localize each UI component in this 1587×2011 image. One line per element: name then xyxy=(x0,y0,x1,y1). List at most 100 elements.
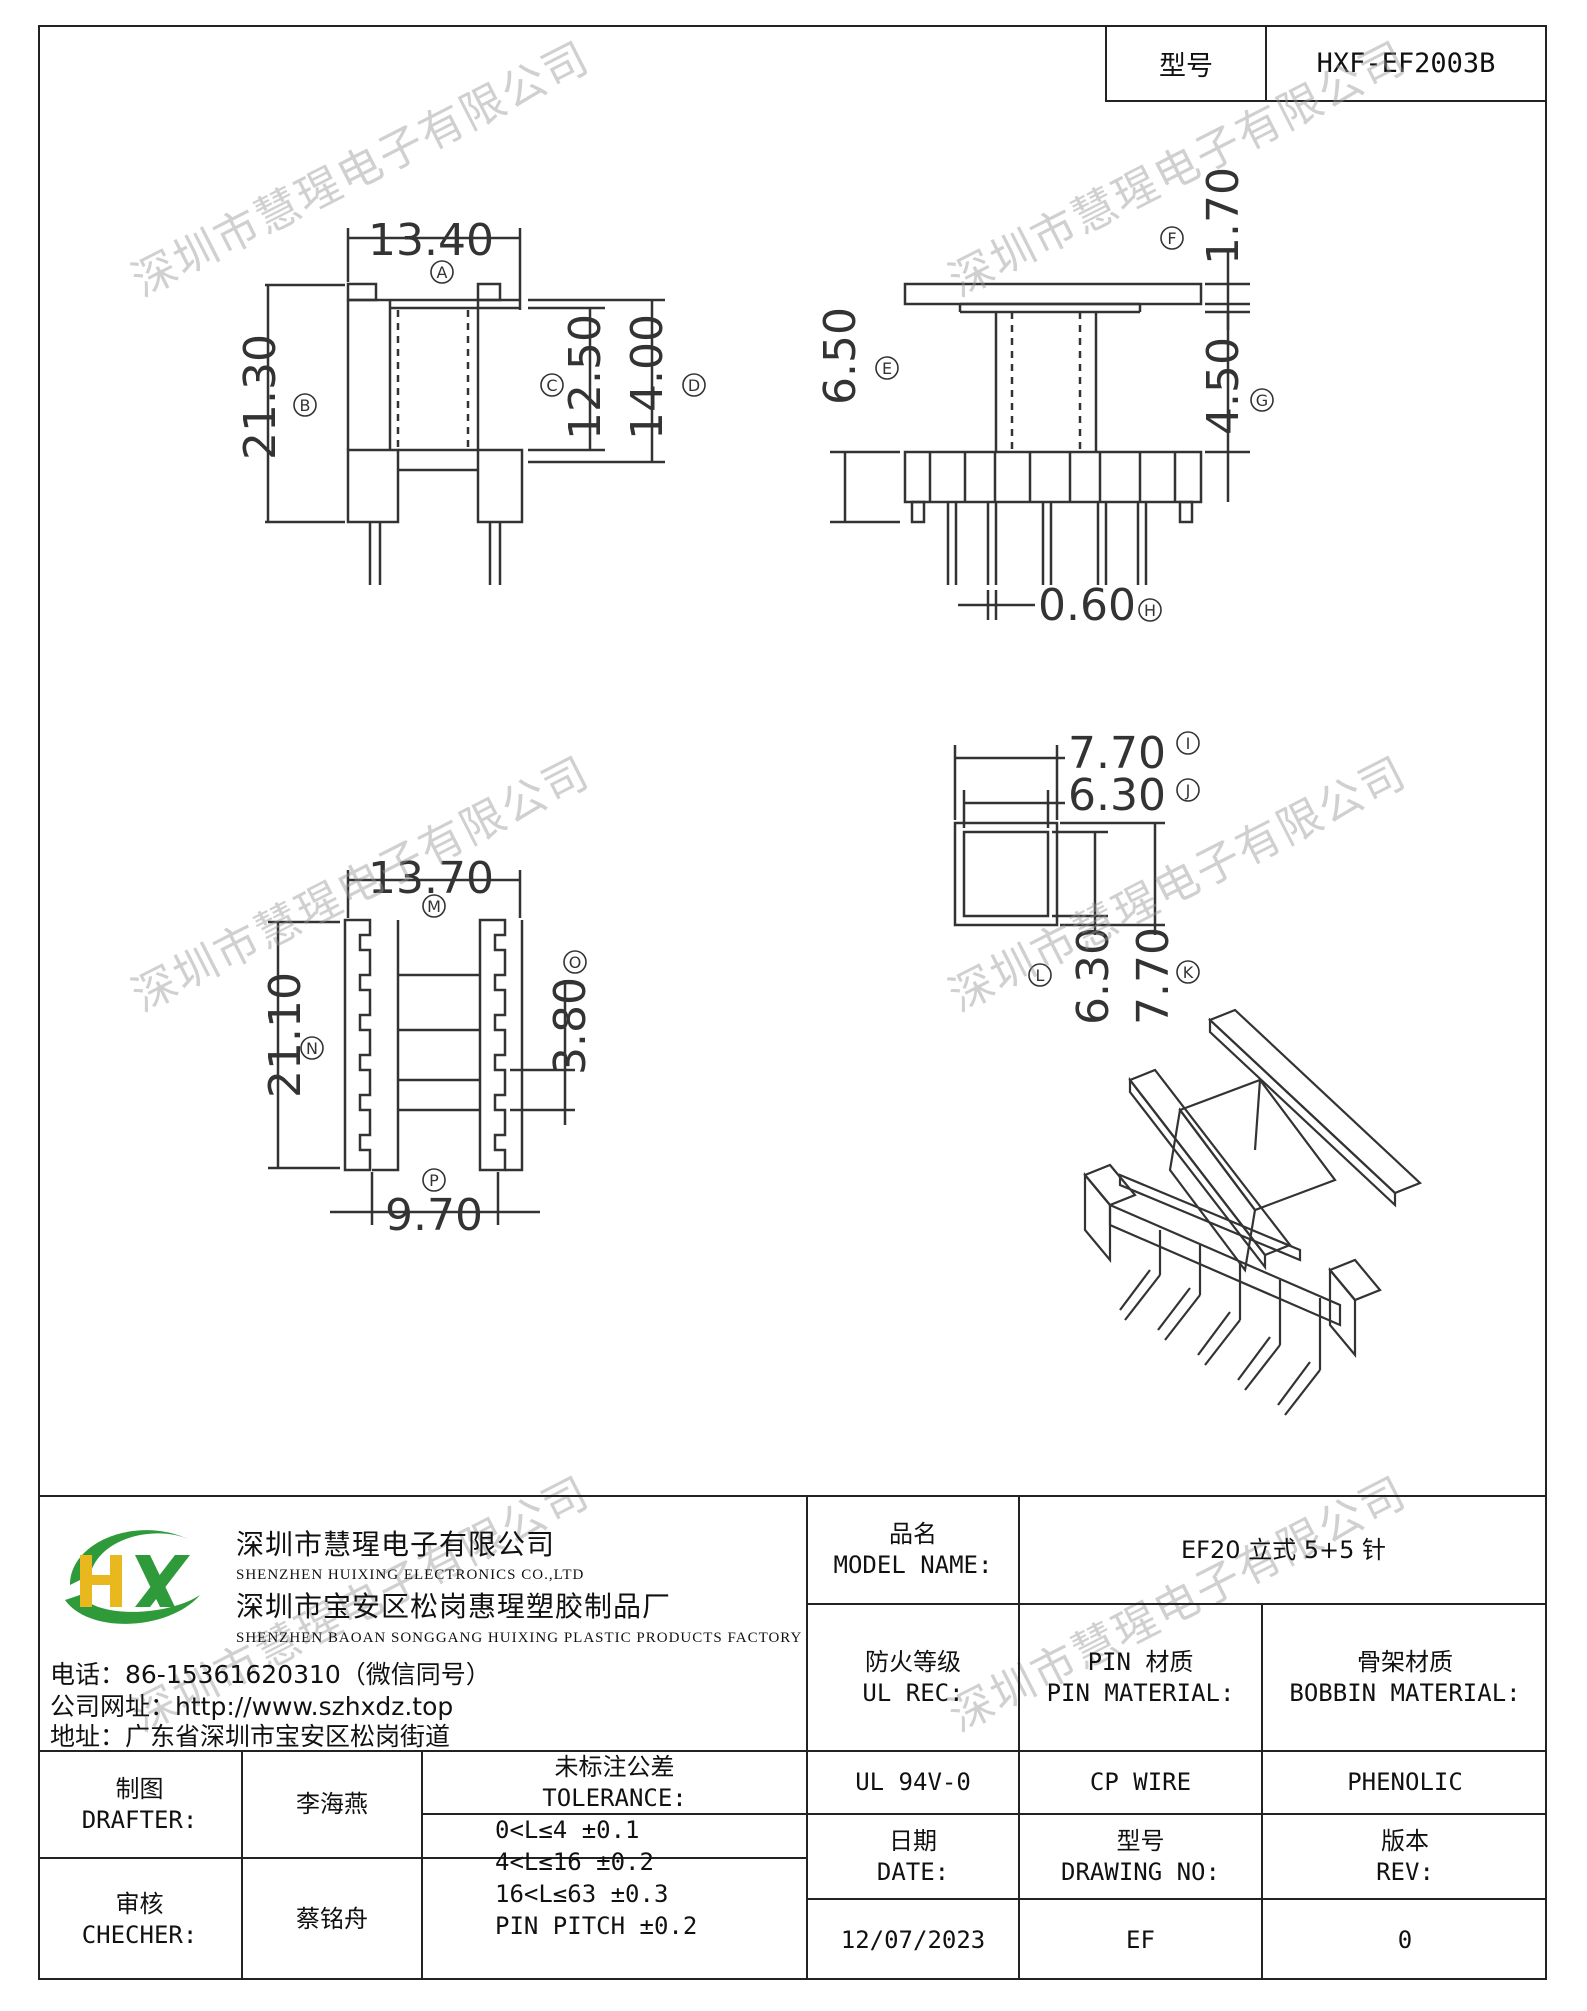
company-info: 深圳市慧瑆电子有限公司 SHENZHEN HUIXING ELECTRONICS… xyxy=(38,1495,806,1751)
company-name-cn: 深圳市慧瑆电子有限公司 xyxy=(236,1528,556,1561)
dim-c-value: 12.50 xyxy=(560,314,611,440)
checker-label: 审核 CHECHER: xyxy=(38,1859,241,1980)
dim-i-value: 7.70 xyxy=(1068,728,1166,779)
bobbin-material-label-en: BOBBIN MATERIAL: xyxy=(1289,1678,1521,1707)
dim-j-value: 6.30 xyxy=(1068,770,1166,821)
drawing-no-value: EF xyxy=(1126,1925,1155,1954)
drafter-label-cn: 制图 xyxy=(115,1774,164,1803)
ul-rec-label-en: UL REC: xyxy=(862,1678,964,1707)
window-view-dim-text: 7.70 6.30 7.70 6.30 xyxy=(1068,728,1179,1025)
marker-c: C xyxy=(546,376,557,395)
side-view-dim-text: 6.50 1.70 4.50 0.60 xyxy=(815,167,1249,631)
marker-b: B xyxy=(300,396,311,415)
tolerance-row: 4<L≤16 ±0.2 xyxy=(495,1848,654,1876)
pin-material-label-cn: PIN 材质 xyxy=(1087,1647,1194,1676)
dim-a-value: 13.40 xyxy=(368,215,494,266)
tolerance-row: 0<L≤4 ±0.1 xyxy=(495,1816,640,1844)
model-name-label: 品名 MODEL NAME: xyxy=(808,1497,1018,1603)
phone-text: 电话：86-15361620310（微信同号） xyxy=(50,1660,491,1689)
dim-k-value: 7.70 xyxy=(1128,927,1179,1025)
dim-g-value: 4.50 xyxy=(1198,337,1249,435)
model-name-label-en: MODEL NAME: xyxy=(833,1551,993,1579)
rev-label-cn: 版本 xyxy=(1381,1826,1429,1855)
tolerance-table: 0<L≤4 ±0.1 4<L≤16 ±0.2 16<L≤63 ±0.3 PIN … xyxy=(423,1752,806,1980)
marker-i: I xyxy=(1186,734,1191,753)
marker-n: N xyxy=(306,1039,318,1058)
window-view xyxy=(953,745,1165,935)
factory-name-cn: 深圳市宝安区松岗惠瑆塑胶制品厂 xyxy=(236,1590,672,1623)
side-view xyxy=(830,250,1250,620)
drawing-no-label-cn: 型号 xyxy=(1116,1826,1165,1855)
dim-e-value: 6.50 xyxy=(815,307,866,405)
pin-material-label-en: PIN MATERIAL: xyxy=(1046,1678,1235,1707)
ul-rec-label-cn: 防火等级 xyxy=(865,1647,961,1676)
drafter-label: 制图 DRAFTER: xyxy=(38,1752,241,1857)
model-name-label-cn: 品名 xyxy=(889,1520,937,1548)
drafter-label-en: DRAFTER: xyxy=(81,1805,198,1834)
factory-name-en: SHENZHEN BAOAN SONGGANG HUIXING PLASTIC … xyxy=(236,1630,803,1646)
marker-d: D xyxy=(688,376,700,395)
tolerance-row: PIN PITCH ±0.2 xyxy=(495,1912,698,1940)
pin-material-value: CP WIRE xyxy=(1089,1768,1192,1796)
date-value: 12/07/2023 xyxy=(840,1925,986,1954)
date-label: 日期 DATE: xyxy=(808,1815,1018,1898)
ul-rec-label: 防火等级 UL REC: xyxy=(808,1605,1018,1750)
bobbin-material-value: PHENOLIC xyxy=(1347,1768,1463,1796)
dim-p-value: 9.70 xyxy=(385,1190,483,1241)
tolerance-rows: 0<L≤4 ±0.1 4<L≤16 ±0.2 16<L≤63 ±0.3 PIN … xyxy=(495,1814,697,1942)
front-view-dim-text: 13.40 21.30 12.50 14.00 xyxy=(235,215,673,460)
rev-label-en: REV: xyxy=(1376,1857,1434,1886)
checker-label-en: CHECHER: xyxy=(81,1920,198,1949)
model-label: 型号 xyxy=(1107,27,1267,100)
dim-o-value: 3.80 xyxy=(545,977,596,1075)
tolerance-label-en: TOLERANCE: xyxy=(542,1783,687,1812)
tolerance-row: 16<L≤63 ±0.3 xyxy=(495,1880,669,1908)
isometric-view xyxy=(1083,1008,1423,1416)
date-label-cn: 日期 xyxy=(889,1826,937,1855)
title-block: 深圳市慧瑆电子有限公司 SHENZHEN HUIXING ELECTRONICS… xyxy=(38,1495,1547,1980)
rev-value: 0 xyxy=(1397,1925,1413,1954)
drawing-no-label: 型号 DRAWING NO: xyxy=(1020,1815,1261,1898)
marker-m: M xyxy=(427,897,441,916)
address-text: 地址：广东省深圳市宝安区松岗街道 xyxy=(50,1722,451,1751)
tolerance-label: 未标注公差 TOLERANCE: xyxy=(423,1752,806,1813)
dim-h-value: 0.60 xyxy=(1038,580,1136,631)
marker-h: H xyxy=(1144,601,1156,620)
drafter-name: 李海燕 xyxy=(296,1790,368,1818)
marker-o: O xyxy=(569,953,582,972)
top-view xyxy=(268,870,575,1225)
model-value: HXF-EF2003B xyxy=(1316,48,1496,79)
bobbin-material-label: 骨架材质 BOBBIN MATERIAL: xyxy=(1263,1605,1547,1750)
ul-rec-value: UL 94V-0 xyxy=(855,1768,971,1796)
marker-k: K xyxy=(1183,963,1194,982)
tolerance-label-cn: 未标注公差 xyxy=(554,1752,675,1781)
drawing-no-label-en: DRAWING NO: xyxy=(1061,1857,1220,1886)
pin-material-label: PIN 材质 PIN MATERIAL: xyxy=(1020,1605,1261,1750)
marker-g: G xyxy=(1256,391,1268,410)
website-text: 公司网址：http://www.szhxdz.top xyxy=(50,1692,454,1721)
drawing-frame xyxy=(38,25,1547,1980)
dim-d-value: 14.00 xyxy=(622,314,673,440)
dim-l-value: 6.30 xyxy=(1068,927,1119,1025)
rev-label: 版本 REV: xyxy=(1263,1815,1547,1898)
checker-name: 蔡铭舟 xyxy=(296,1905,368,1933)
company-name-en: SHENZHEN HUIXING ELECTRONICS CO.,LTD xyxy=(236,1567,585,1583)
marker-e: E xyxy=(882,359,892,378)
dim-n-value: 21.10 xyxy=(260,972,311,1098)
marker-l: L xyxy=(1036,966,1045,985)
dim-b-value: 21.30 xyxy=(235,334,286,460)
reference-markers xyxy=(293,226,1274,1192)
front-view xyxy=(265,228,665,585)
model-name-value: EF20 立式 5+5 针 xyxy=(1180,1535,1387,1564)
marker-p: P xyxy=(429,1171,439,1190)
marker-f: F xyxy=(1167,229,1176,248)
bobbin-material-label-cn: 骨架材质 xyxy=(1357,1647,1453,1676)
marker-a: A xyxy=(437,263,448,282)
model-header-box: 型号 HXF-EF2003B xyxy=(1105,25,1547,102)
marker-j: J xyxy=(1185,781,1191,800)
dim-f-value: 1.70 xyxy=(1198,167,1249,265)
date-label-en: DATE: xyxy=(876,1857,950,1886)
checker-label-cn: 审核 xyxy=(115,1889,164,1918)
reference-marker-letters: A B C D E F G H I J K L M N O P xyxy=(300,229,1269,1190)
